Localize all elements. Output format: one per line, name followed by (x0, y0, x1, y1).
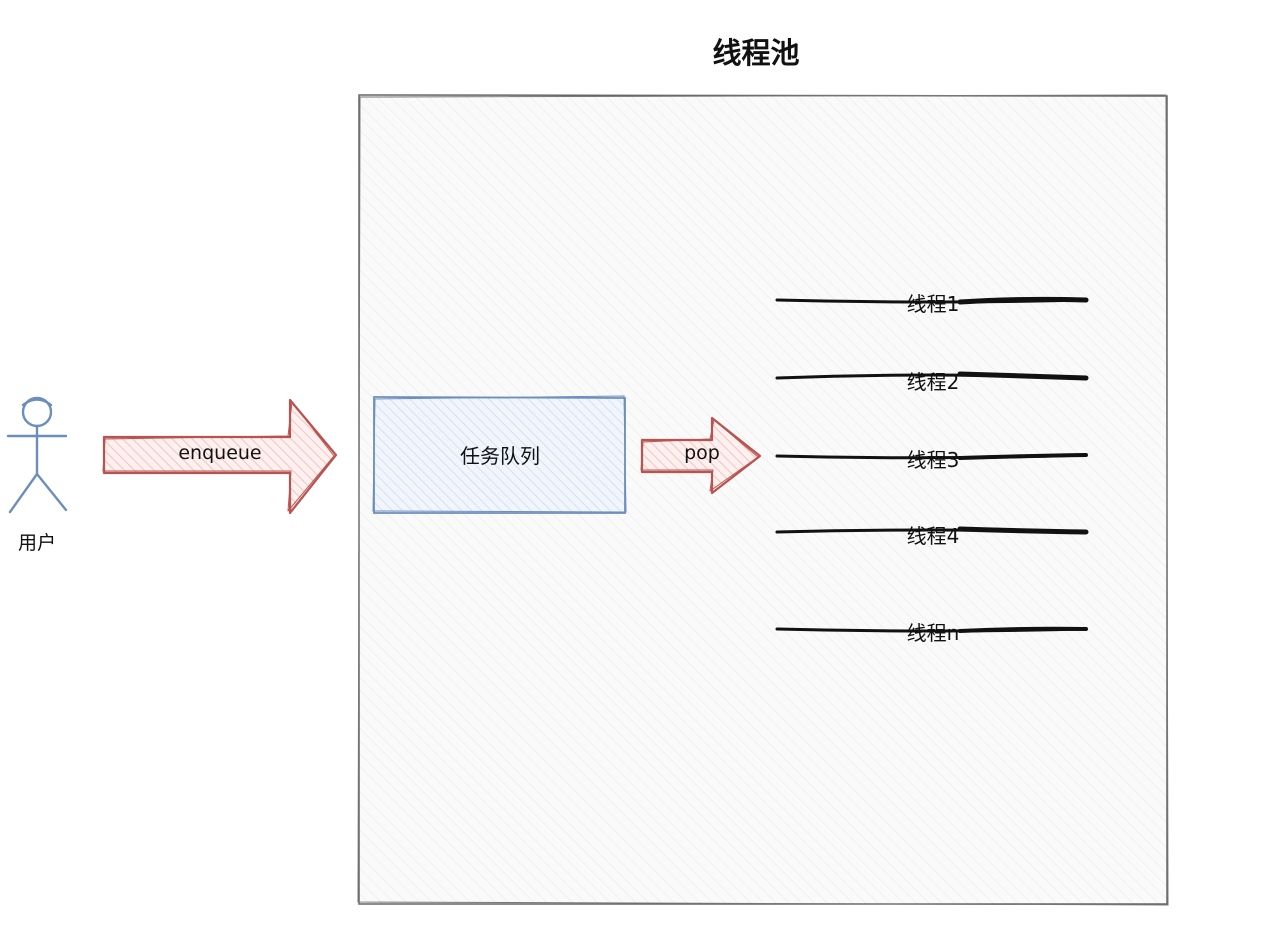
thread-label-n: 线程n (906, 621, 960, 645)
thread-label-2: 线程2 (906, 370, 960, 394)
task-queue-box[interactable] (372, 395, 627, 514)
thread-line-3 (775, 453, 1088, 460)
task-queue-label: 任务队列 (460, 444, 540, 468)
pop-arrow[interactable] (640, 416, 762, 495)
enqueue-arrow[interactable] (102, 398, 338, 515)
thread-line-4 (775, 526, 1089, 535)
thread-pool-container[interactable] (357, 94, 1169, 906)
pop-label: pop (684, 442, 720, 464)
thread-lines (775, 296, 1089, 633)
user-actor-icon[interactable] (6, 396, 68, 514)
diagram-title: 线程池 (712, 36, 800, 70)
enqueue-label: enqueue (178, 442, 262, 464)
thread-line-1 (775, 296, 1089, 305)
thread-line-2 (775, 371, 1089, 381)
user-label: 用户 (17, 532, 56, 554)
thread-label-3: 线程3 (906, 448, 960, 472)
thread-label-1: 线程1 (906, 292, 960, 316)
thread-line-n (775, 626, 1088, 633)
thread-label-4: 线程4 (906, 524, 960, 548)
